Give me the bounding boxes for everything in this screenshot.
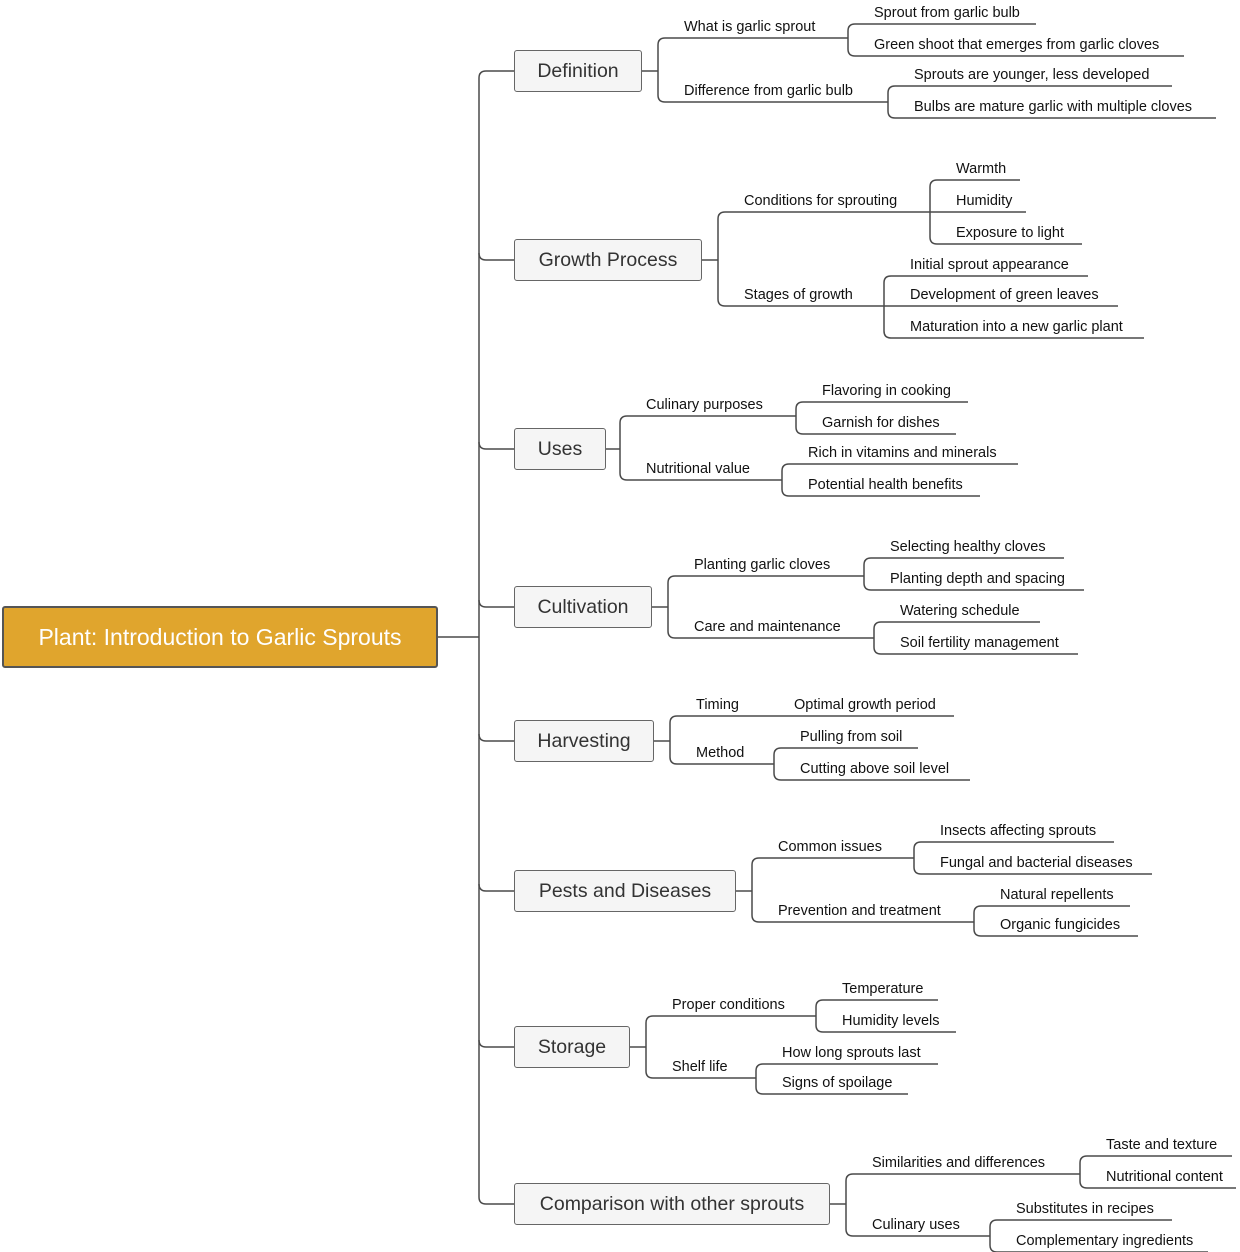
leaf-optimal-growth-period[interactable]: Optimal growth period xyxy=(794,697,936,713)
leaf-nutritional-content[interactable]: Nutritional content xyxy=(1106,1169,1223,1185)
subtopic-similarities-and-differences[interactable]: Similarities and differences xyxy=(872,1155,1046,1171)
subtopic-common-issues[interactable]: Common issues xyxy=(778,839,882,855)
branch-cultivation[interactable]: Cultivation xyxy=(514,586,652,628)
subtopic-proper-conditions[interactable]: Proper conditions xyxy=(672,997,785,1013)
branch-pests-and-diseases[interactable]: Pests and Diseases xyxy=(514,870,736,912)
subtopic-what-is-garlic-sprout[interactable]: What is garlic sprout xyxy=(684,19,816,35)
subtopic-difference-from-garlic-bulb[interactable]: Difference from garlic bulb xyxy=(684,83,853,99)
subtopic-nutritional-value[interactable]: Nutritional value xyxy=(646,461,750,477)
subtopic-conditions-for-sprouting[interactable]: Conditions for sprouting xyxy=(744,193,898,209)
subtopic-timing[interactable]: Timing xyxy=(696,697,739,713)
leaf-potential-health-benefits[interactable]: Potential health benefits xyxy=(808,477,963,493)
leaf-humidity-levels[interactable]: Humidity levels xyxy=(842,1013,940,1029)
leaf-soil-fertility-management[interactable]: Soil fertility management xyxy=(900,635,1059,651)
leaf-maturation-into-a-new-garlic-plant[interactable]: Maturation into a new garlic plant xyxy=(910,319,1123,335)
leaf-selecting-healthy-cloves[interactable]: Selecting healthy cloves xyxy=(890,539,1046,555)
root-topic[interactable]: Plant: Introduction to Garlic Sprouts xyxy=(2,606,438,668)
leaf-garnish-for-dishes[interactable]: Garnish for dishes xyxy=(822,415,940,431)
subtopic-care-and-maintenance[interactable]: Care and maintenance xyxy=(694,619,841,635)
leaf-sprouts-are-younger-less-developed[interactable]: Sprouts are younger, less developed xyxy=(914,67,1150,83)
leaf-watering-schedule[interactable]: Watering schedule xyxy=(900,603,1020,619)
subtopic-stages-of-growth[interactable]: Stages of growth xyxy=(744,287,853,303)
leaf-temperature[interactable]: Temperature xyxy=(842,981,924,997)
leaf-how-long-sprouts-last[interactable]: How long sprouts last xyxy=(782,1045,921,1061)
branch-harvesting[interactable]: Harvesting xyxy=(514,720,654,762)
leaf-cutting-above-soil-level[interactable]: Cutting above soil level xyxy=(800,761,950,777)
subtopic-shelf-life[interactable]: Shelf life xyxy=(672,1059,728,1075)
leaf-organic-fungicides[interactable]: Organic fungicides xyxy=(1000,917,1121,933)
leaf-flavoring-in-cooking[interactable]: Flavoring in cooking xyxy=(822,383,951,399)
leaf-warmth[interactable]: Warmth xyxy=(956,161,1007,177)
leaf-taste-and-texture[interactable]: Taste and texture xyxy=(1106,1137,1218,1153)
branch-uses[interactable]: Uses xyxy=(514,428,606,470)
leaf-humidity[interactable]: Humidity xyxy=(956,193,1013,209)
leaf-complementary-ingredients[interactable]: Complementary ingredients xyxy=(1016,1233,1194,1249)
branch-definition[interactable]: Definition xyxy=(514,50,642,92)
branch-comparison-with-other-sprouts[interactable]: Comparison with other sprouts xyxy=(514,1183,830,1225)
leaf-planting-depth-and-spacing[interactable]: Planting depth and spacing xyxy=(890,571,1065,587)
leaf-fungal-and-bacterial-diseases[interactable]: Fungal and bacterial diseases xyxy=(940,855,1133,871)
leaf-rich-in-vitamins-and-minerals[interactable]: Rich in vitamins and minerals xyxy=(808,445,997,461)
leaf-signs-of-spoilage[interactable]: Signs of spoilage xyxy=(782,1075,893,1091)
subtopic-prevention-and-treatment[interactable]: Prevention and treatment xyxy=(778,903,941,919)
subtopic-method[interactable]: Method xyxy=(696,745,745,761)
subtopic-culinary-purposes[interactable]: Culinary purposes xyxy=(646,397,763,413)
leaf-green-shoot-that-emerges-from-garlic-cloves[interactable]: Green shoot that emerges from garlic clo… xyxy=(874,37,1160,53)
leaf-initial-sprout-appearance[interactable]: Initial sprout appearance xyxy=(910,257,1069,273)
leaf-bulbs-are-mature-garlic-with-multiple-cloves[interactable]: Bulbs are mature garlic with multiple cl… xyxy=(914,99,1193,115)
subtopic-planting-garlic-cloves[interactable]: Planting garlic cloves xyxy=(694,557,831,573)
branch-growth-process[interactable]: Growth Process xyxy=(514,239,702,281)
subtopic-culinary-uses[interactable]: Culinary uses xyxy=(872,1217,960,1233)
leaf-pulling-from-soil[interactable]: Pulling from soil xyxy=(800,729,903,745)
leaf-development-of-green-leaves[interactable]: Development of green leaves xyxy=(910,287,1099,303)
leaf-natural-repellents[interactable]: Natural repellents xyxy=(1000,887,1114,903)
leaf-exposure-to-light[interactable]: Exposure to light xyxy=(956,225,1065,241)
leaf-substitutes-in-recipes[interactable]: Substitutes in recipes xyxy=(1016,1201,1154,1217)
branch-storage[interactable]: Storage xyxy=(514,1026,630,1068)
leaf-sprout-from-garlic-bulb[interactable]: Sprout from garlic bulb xyxy=(874,5,1020,21)
leaf-insects-affecting-sprouts[interactable]: Insects affecting sprouts xyxy=(940,823,1097,839)
